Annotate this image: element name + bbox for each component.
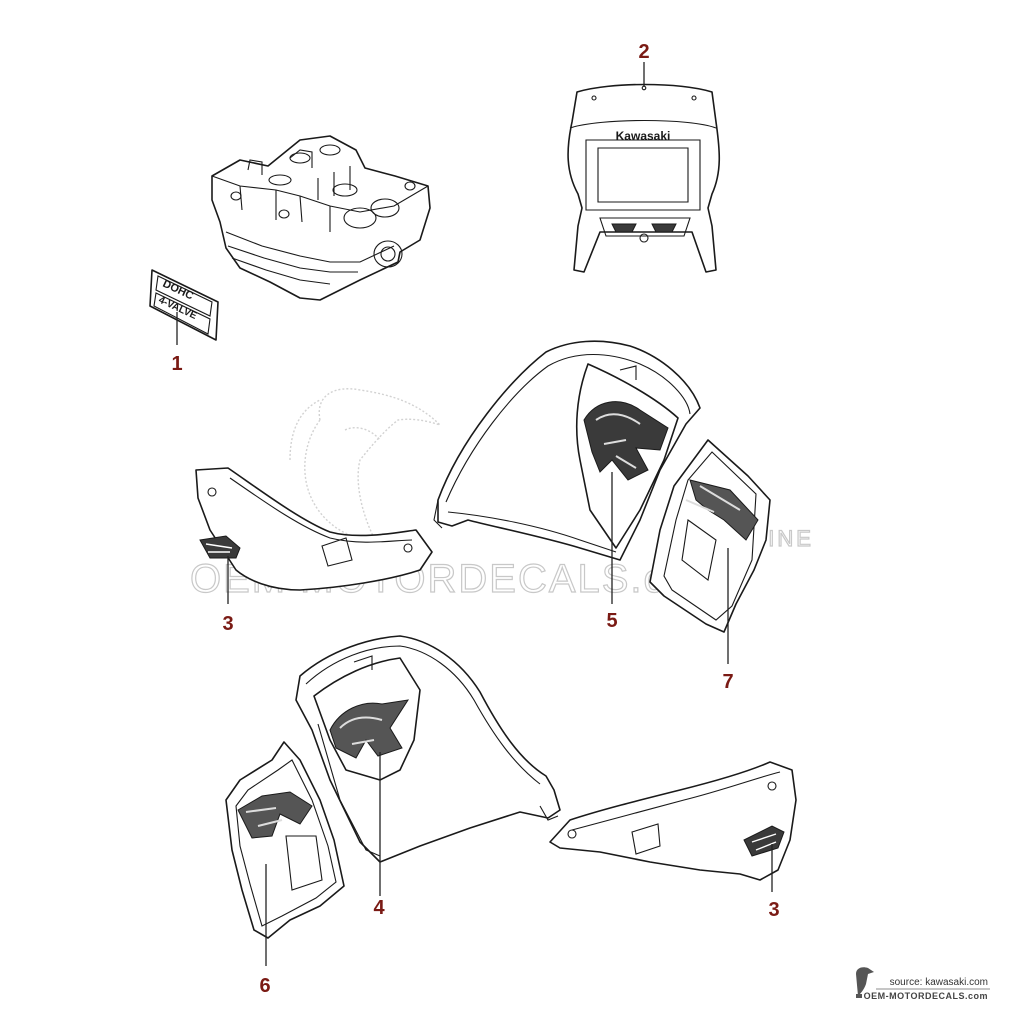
klr-emblem-right bbox=[743, 825, 785, 857]
part-number-1: 1 bbox=[171, 353, 182, 375]
watermark-logo-icon bbox=[289, 388, 441, 541]
shroud-panel-right bbox=[649, 439, 771, 664]
cylinder-head bbox=[211, 135, 431, 301]
klr-graphic-shroud-upper bbox=[583, 401, 669, 481]
part-number-5: 5 bbox=[606, 610, 617, 632]
radiator-shroud-upper bbox=[433, 340, 701, 604]
shroud-panel-left bbox=[225, 741, 345, 966]
dohc-4-valve-decal: DOHC 4-VALVE bbox=[149, 269, 219, 345]
front-fairing: Kawasaki bbox=[567, 62, 721, 273]
klr-graphic-panel-right bbox=[681, 479, 759, 581]
part-number-4: 4 bbox=[373, 897, 385, 919]
source-line1: source: kawasaki.com bbox=[890, 977, 988, 988]
source-credit: source: kawasaki.com OEM-MOTORDECALS.com bbox=[856, 967, 990, 1001]
part-number-3-right: 3 bbox=[768, 899, 779, 921]
side-cover-right bbox=[549, 761, 797, 892]
part-numbers: 1 2 3 3 4 5 6 7 bbox=[171, 41, 779, 997]
part-number-6: 6 bbox=[259, 975, 270, 997]
klr-graphic-shroud-lower bbox=[329, 699, 410, 759]
source-logo-icon bbox=[856, 967, 874, 998]
part-number-3-left: 3 bbox=[222, 613, 233, 635]
fairing-brand-text: Kawasaki bbox=[616, 129, 671, 143]
side-cover-left bbox=[195, 467, 433, 604]
klr-graphic-panel-left bbox=[237, 791, 323, 891]
source-line2: OEM-MOTORDECALS.com bbox=[864, 991, 988, 1001]
part-number-7: 7 bbox=[722, 671, 733, 693]
radiator-shroud-lower bbox=[295, 635, 561, 896]
klr-emblem-left bbox=[199, 535, 241, 559]
part-number-2: 2 bbox=[638, 41, 649, 63]
